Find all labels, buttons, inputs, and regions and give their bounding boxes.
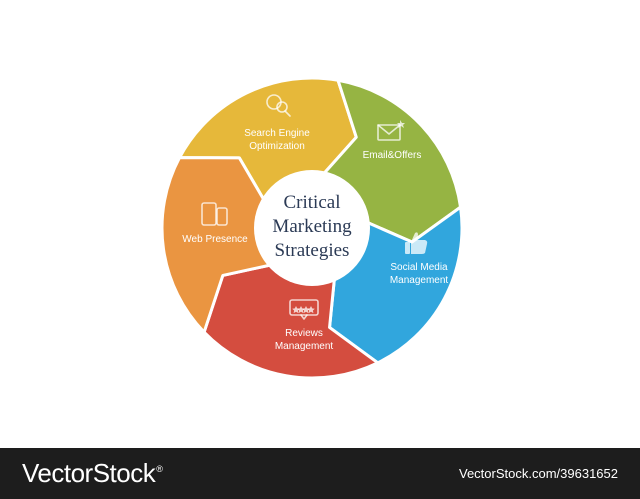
magnifier-icon — [266, 94, 291, 117]
brand-name: VectorStock — [22, 458, 156, 488]
segment-label-seo-line-1: Search Engine — [244, 128, 310, 139]
segment-label-email-line-1: Email&Offers — [363, 150, 422, 161]
marketing-strategies-diagram: Search EngineOptimizationEmail&OffersSoc… — [160, 76, 464, 380]
segment-label-social-line-1: Social Media — [390, 262, 448, 273]
segment-label-seo-line-2: Optimization — [249, 141, 305, 152]
brand-registered-mark: ® — [156, 464, 163, 475]
segment-label-reviews-line-2: Management — [275, 341, 334, 352]
image-url: VectorStock.com/39631652 — [459, 466, 618, 481]
center-circle — [254, 170, 370, 286]
center-title-line-2: Marketing — [272, 216, 352, 237]
segment-label-social-line-2: Management — [390, 275, 449, 286]
thumbs-up-icon — [405, 232, 428, 254]
envelope-icon — [377, 120, 405, 141]
devices-icon — [201, 202, 228, 226]
center-title-line-3: Strategies — [275, 240, 350, 261]
star-rating-bubble-icon — [289, 299, 319, 320]
segment-label-web-line-1: Web Presence — [182, 234, 248, 245]
brand-logo: VectorStock® — [22, 458, 163, 489]
center-title-line-1: Critical — [284, 192, 341, 213]
footer-bar: VectorStock® VectorStock.com/39631652 — [0, 448, 640, 499]
segment-label-reviews-line-1: Reviews — [285, 328, 323, 339]
